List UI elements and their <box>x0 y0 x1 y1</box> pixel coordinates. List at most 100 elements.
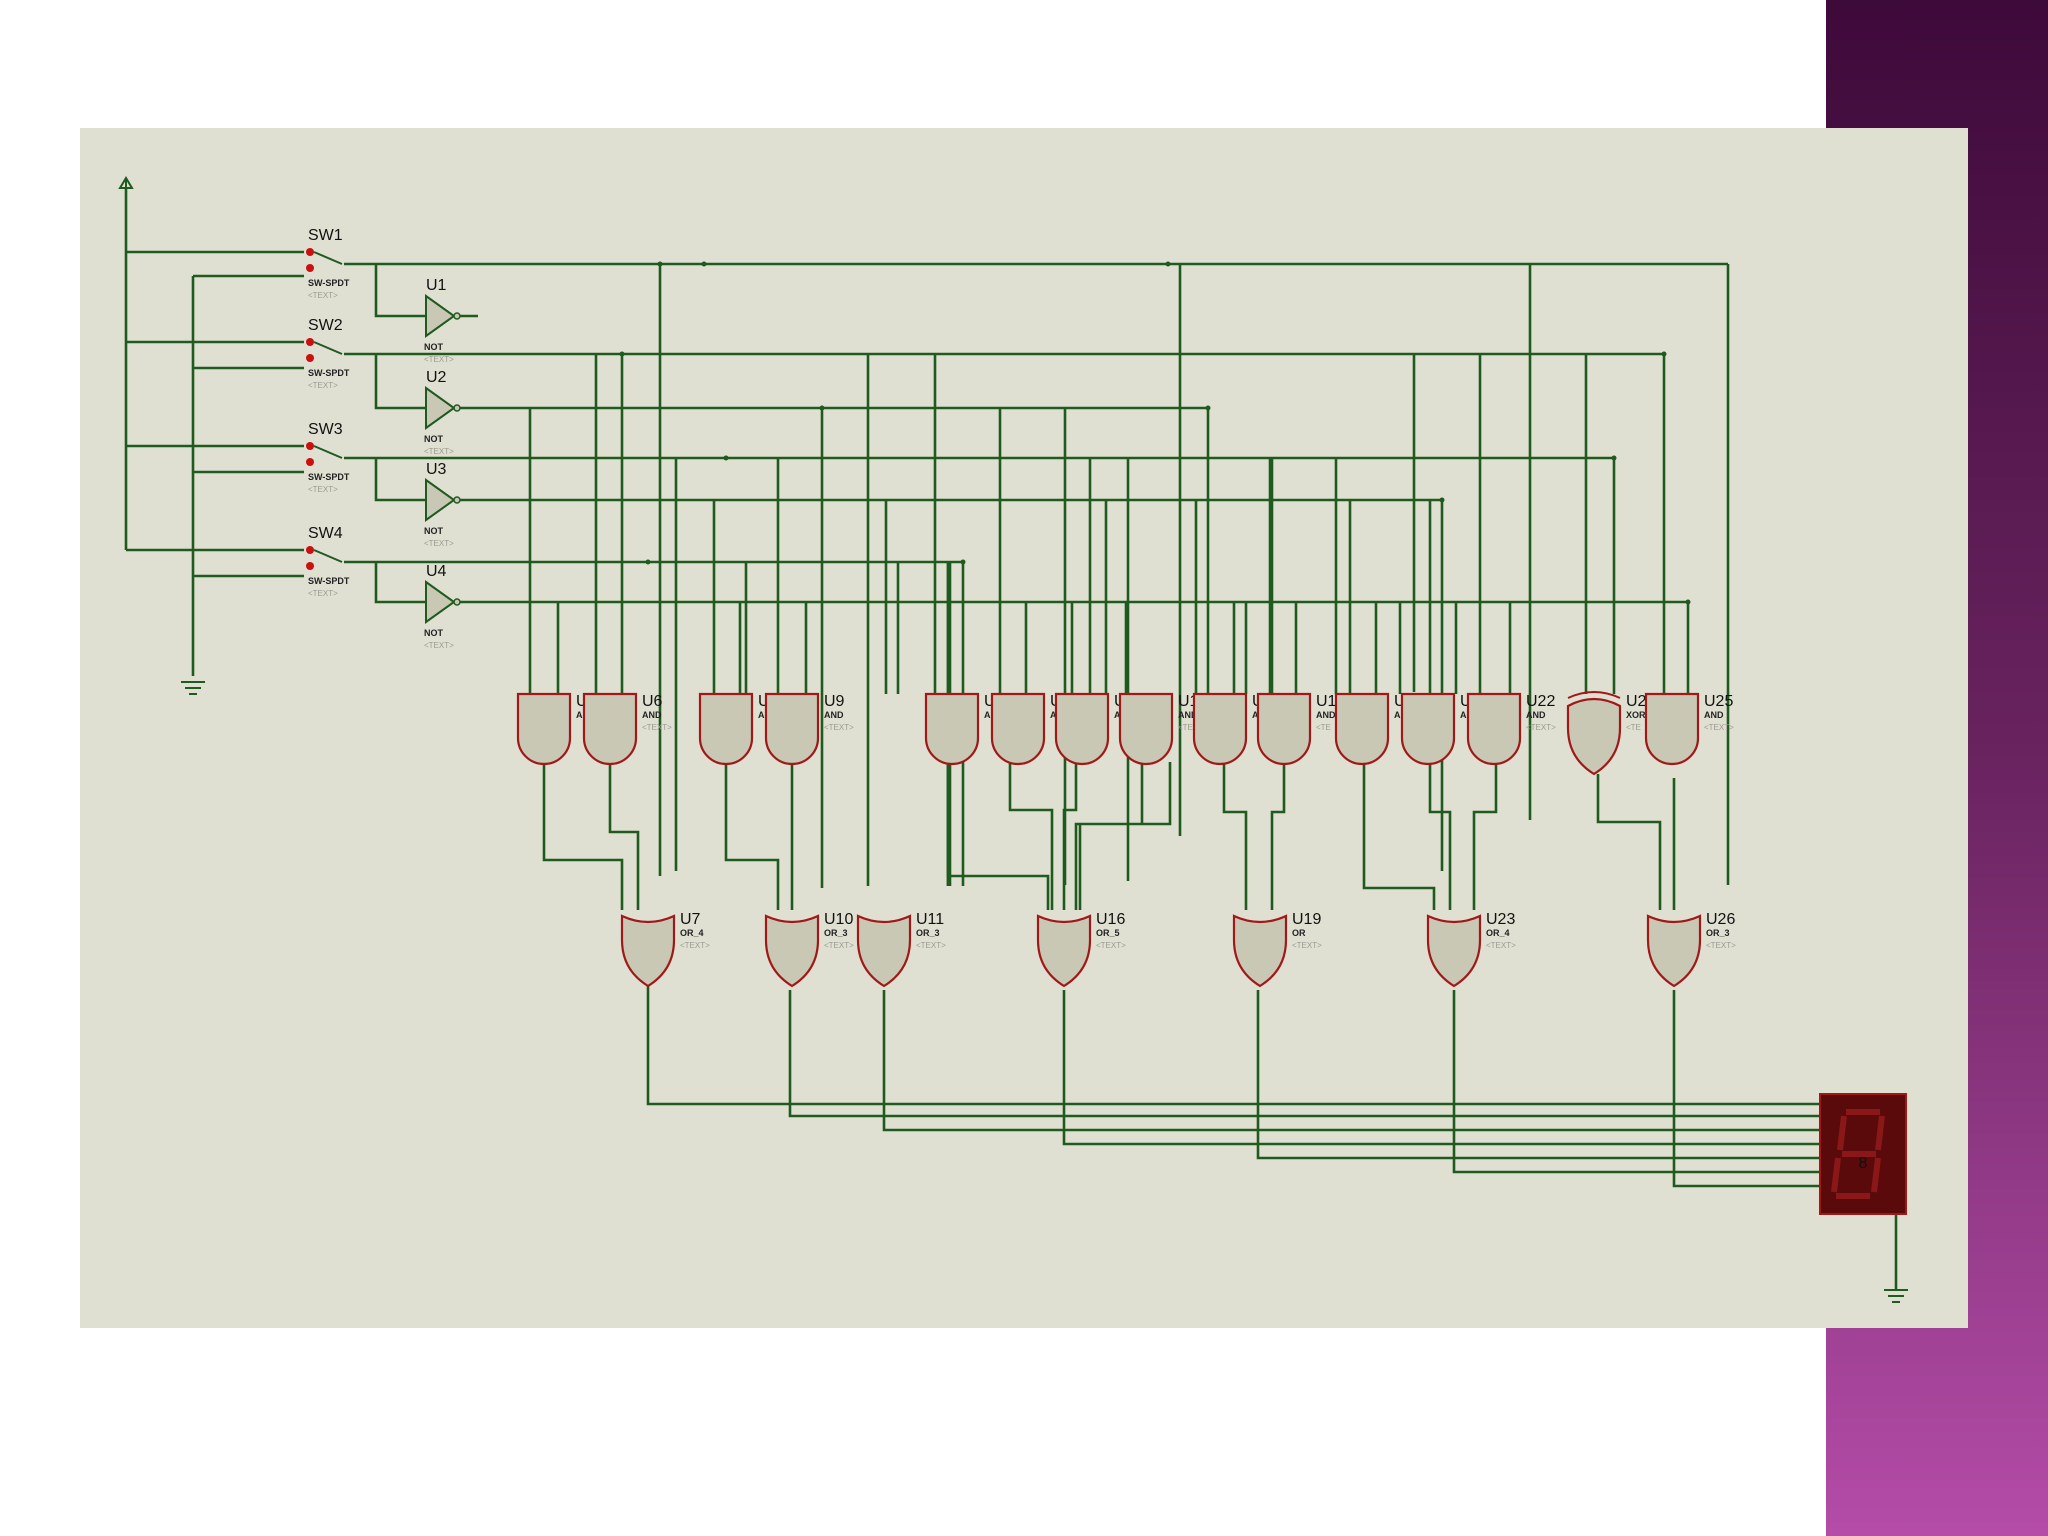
gate-ref-label: U <box>1394 693 1406 710</box>
wire-network <box>124 188 1898 1290</box>
display-digit-value: 8 <box>1859 1155 1868 1172</box>
bottom-gate-row: U7OR_4<TEXT>U10OR_3<TEXT>U11OR_3<TEXT>U1… <box>620 911 1736 988</box>
inverter-type-label: NOT <box>424 526 444 536</box>
gate-a-5: UA <box>924 692 996 766</box>
switch-text-label: <TEXT> <box>308 291 338 300</box>
gate-type-label: AND <box>1316 710 1336 720</box>
gate-text-label: <TEXT> <box>1526 723 1556 732</box>
inverter-text-label: <TEXT> <box>424 447 454 456</box>
gate-ref-label: U <box>984 693 996 710</box>
inverter-ref-label: U2 <box>426 369 447 386</box>
gate-ref-label: U1 <box>1316 693 1337 710</box>
gate-ref-label: U16 <box>1096 911 1125 928</box>
gate-type-label: AND <box>1704 710 1724 720</box>
gate-text-label: <TEXT> <box>1706 941 1736 950</box>
gate-type-label: OR_3 <box>916 928 940 938</box>
inverter-type-label: NOT <box>424 434 444 444</box>
inverter-type-label: NOT <box>424 628 444 638</box>
gate-text-label: <TEXT> <box>642 723 672 732</box>
ground-symbol-display <box>1884 1289 1908 1303</box>
gate-type-label: A <box>758 710 765 720</box>
gate-type-label: AND <box>824 710 844 720</box>
display-digit <box>1831 1109 1885 1199</box>
gate-type-label: AND <box>642 710 662 720</box>
gate-type-label: A <box>576 710 583 720</box>
switch-ref-label: SW1 <box>308 227 343 244</box>
switch-ref-label: SW4 <box>308 525 343 542</box>
gate-text-label: <TEXT> <box>1096 941 1126 950</box>
gate-text-label: <TEXT> <box>824 941 854 950</box>
gate-ref-label: U <box>758 693 770 710</box>
switch-text-label: <TEXT> <box>308 381 338 390</box>
gate-type-label: A <box>1394 710 1401 720</box>
switch-ref-label: SW2 <box>308 317 343 334</box>
gate-text-label: <TEXT> <box>824 723 854 732</box>
switch-type-label: SW-SPDT <box>308 576 350 586</box>
switch-type-label: SW-SPDT <box>308 368 350 378</box>
gate-text-label: <TE <box>1626 723 1641 732</box>
gate-type-label: A <box>984 710 991 720</box>
inverter-type-label: NOT <box>424 342 444 352</box>
inverter-text-label: <TEXT> <box>424 641 454 650</box>
gate-text-label: <TEXT> <box>1486 941 1516 950</box>
top-gate-row: UAU6AND<TEXT>UAU9AND<TEXT>UAUAUAU1AND<TE… <box>516 691 1734 776</box>
gate-type-label: AND <box>1178 710 1198 720</box>
gate-type-label: OR_4 <box>1486 928 1510 938</box>
gate-ref-label: U22 <box>1526 693 1555 710</box>
gate-text-label: <TEXT> <box>1292 941 1322 950</box>
gate-ref-label: U10 <box>824 911 853 928</box>
gate-text-label: <TE <box>1178 723 1193 732</box>
inverter-ref-label: U3 <box>426 461 447 478</box>
gate-ref-label: U6 <box>642 693 663 710</box>
gate-a-1: UA <box>516 692 588 766</box>
switch-group: SW1SW-SPDT<TEXT>SW2SW-SPDT<TEXT>SW3SW-SP… <box>306 227 350 598</box>
gate-type-label: A <box>1114 710 1121 720</box>
gate-text-label: <TEXT> <box>1704 723 1734 732</box>
gate-ref-label: U19 <box>1292 911 1321 928</box>
gate-type-label: A <box>1460 710 1467 720</box>
gate-ref-label: U <box>576 693 588 710</box>
gate-text-label: <TE <box>1316 723 1331 732</box>
inverter-group: U1NOT<TEXT>U2NOT<TEXT>U3NOT<TEXT>U4NOT<T… <box>424 277 461 650</box>
switch-text-label: <TEXT> <box>308 589 338 598</box>
gate-a-3: UA <box>698 692 770 766</box>
gate-ref-label: U26 <box>1706 911 1735 928</box>
inverter-text-label: <TEXT> <box>424 355 454 364</box>
gate-type-label: OR_3 <box>824 928 848 938</box>
power-terminal <box>118 176 134 192</box>
gate-type-label: OR <box>1292 928 1306 938</box>
gate-type-label: OR_5 <box>1096 928 1120 938</box>
gate-text-label: <TEXT> <box>680 941 710 950</box>
inverter-ref-label: U4 <box>426 563 447 580</box>
circuit-diagram: SW1SW-SPDT<TEXT>SW2SW-SPDT<TEXT>SW3SW-SP… <box>80 128 1968 1328</box>
gate-a-12: UA <box>1400 692 1472 766</box>
switch-type-label: SW-SPDT <box>308 472 350 482</box>
gate-ref-label: U7 <box>680 911 701 928</box>
gate-type-label: A <box>1252 710 1259 720</box>
gate-type-label: OR_4 <box>680 928 704 938</box>
gate-text-label: <TEXT> <box>916 941 946 950</box>
gate-type-label: OR_3 <box>1706 928 1730 938</box>
switch-ref-label: SW3 <box>308 421 343 438</box>
inverter-ref-label: U1 <box>426 277 447 294</box>
seven-segment-display: 8 <box>1819 1093 1907 1215</box>
